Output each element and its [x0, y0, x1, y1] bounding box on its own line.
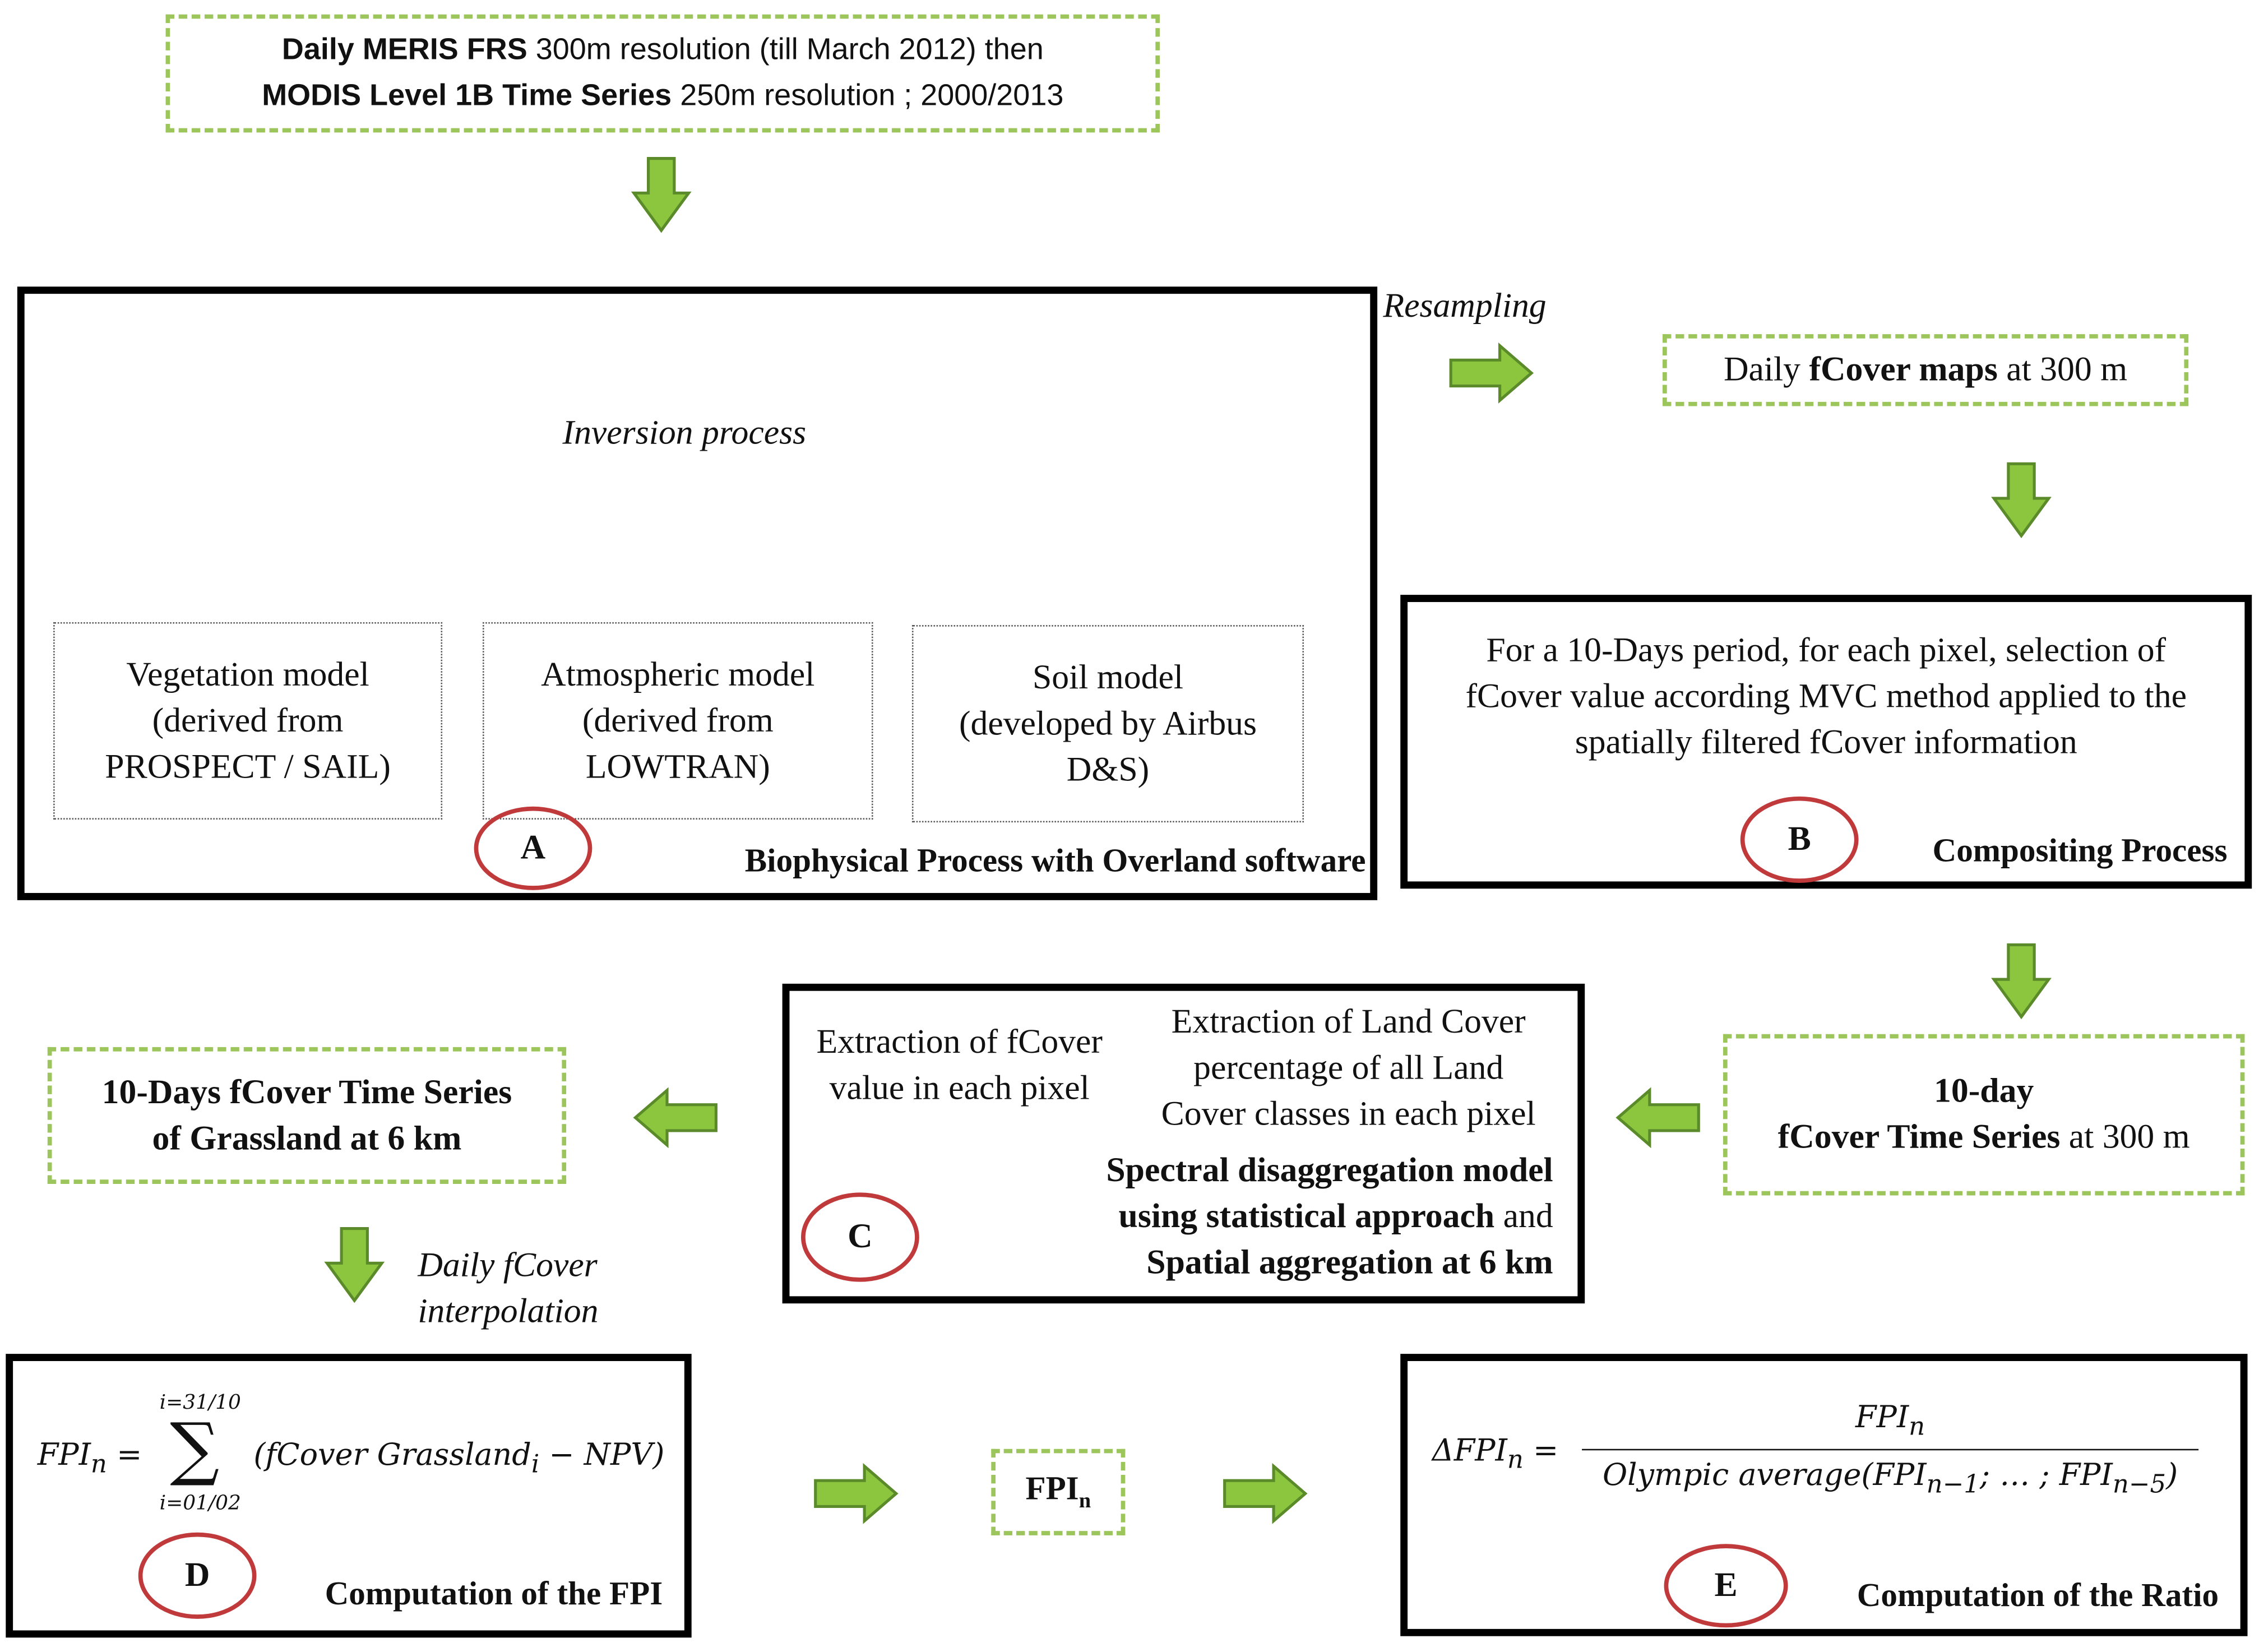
formula-subscript: n: [1507, 1446, 1524, 1475]
process-b-line: For a 10-Days period, for each pixel, se…: [1486, 632, 2167, 670]
daily-maps-bold: fCover maps: [1809, 350, 1998, 388]
formula-text: ): [2166, 1457, 2178, 1492]
process-d-caption: Computation of the FPI: [325, 1575, 663, 1612]
fpi-output-subscript: n: [1078, 1489, 1091, 1513]
ts-300m-line2-bold: fCover Time Series: [1777, 1119, 2061, 1157]
atmospheric-model-line: LOWTRAN): [585, 748, 770, 786]
ts-300m-line2-text: at 300 m: [2060, 1119, 2190, 1157]
vegetation-model-line: Vegetation model: [126, 656, 369, 694]
process-a-badge: A: [474, 806, 592, 890]
interpolation-line: Daily fCover: [418, 1247, 598, 1285]
fpi-output-text: FPI: [1025, 1470, 1079, 1506]
soil-model-line: D&S): [1066, 751, 1150, 789]
formula-subscript: i: [531, 1450, 540, 1480]
arrow-c-to-ts6km: [635, 1090, 716, 1145]
process-c-right-line: percentage of all Land: [1193, 1050, 1504, 1088]
formula-text: =: [1523, 1433, 1559, 1468]
interpolation-label: Daily fCover interpolation: [418, 1243, 598, 1335]
process-a-caption: Biophysical Process with Overland softwa…: [744, 843, 1366, 879]
atmospheric-model-box: Atmospheric model (derived from LOWTRAN): [483, 622, 873, 820]
process-e-caption: Computation of the Ratio: [1857, 1577, 2219, 1613]
formula-text: FPI: [37, 1437, 91, 1472]
fpi-formula-body: (fCover Grasslandi − NPV): [253, 1437, 664, 1479]
process-d-badge: D: [138, 1532, 257, 1619]
ratio-denominator: Olympic average(FPIn−1; … ; FPIn−5): [1576, 1457, 2205, 1500]
source-line1-text: 300m resolution (till March 2012) then: [527, 33, 1044, 67]
process-c-text: and: [1494, 1198, 1553, 1236]
arrow-ts6km-to-d: [327, 1229, 382, 1301]
process-c-bold-text: Spectral disaggregation model using stat…: [951, 1148, 1553, 1287]
source-line2-text: 250m resolution ; 2000/2013: [672, 79, 1064, 113]
process-b-description: For a 10-Days period, for each pixel, se…: [1419, 628, 2233, 766]
atmospheric-model-line: Atmospheric model: [541, 656, 815, 694]
process-c-right-line: Cover classes in each pixel: [1161, 1096, 1536, 1134]
sum-lower-limit: i=01/02: [159, 1492, 241, 1515]
process-e-box: [1400, 1354, 2248, 1636]
formula-subscript: n−1: [1926, 1470, 1980, 1500]
interpolation-line: interpolation: [418, 1293, 599, 1331]
ts-6km-line1: 10-Days fCover Time Series: [101, 1073, 512, 1112]
arrow-fpi-to-e: [1225, 1466, 1306, 1521]
daily-maps-text: Daily: [1723, 350, 1809, 388]
process-c-bold-line: Spectral disaggregation model: [1106, 1152, 1553, 1190]
fpi-formula-lhs: FPIn =: [38, 1437, 142, 1479]
formula-text: ΔFPI: [1432, 1433, 1507, 1468]
formula-subscript: n: [1909, 1413, 1925, 1442]
ts-300m-line1: 10-day: [1934, 1073, 2034, 1110]
fpi-output-box: FPIn: [991, 1449, 1126, 1535]
ts-6km-box: 10-Days fCover Time Series of Grassland …: [47, 1047, 567, 1184]
formula-text: (fCover Grassland: [253, 1437, 531, 1472]
process-c-right-text: Extraction of Land Cover percentage of a…: [1132, 999, 1564, 1138]
soil-model-line: (developed by Airbus: [959, 705, 1257, 743]
atmospheric-model-line: (derived from: [582, 702, 774, 740]
process-c-left-line: Extraction of fCover: [816, 1024, 1103, 1062]
ratio-formula-lhs: ΔFPIn =: [1432, 1433, 1558, 1475]
sum-symbol: ∑: [170, 1408, 220, 1489]
process-d-box: [6, 1354, 692, 1638]
inversion-process-label: Inversion process: [562, 414, 807, 452]
formula-subscript: n: [90, 1450, 107, 1480]
formula-subscript: n−5: [2112, 1470, 2167, 1500]
formula-text: − NPV): [539, 1437, 665, 1472]
source-line1-bold: Daily MERIS FRS: [281, 33, 527, 67]
process-c-bold-line: Spatial aggregation at 6 km: [1146, 1244, 1553, 1282]
formula-text: =: [107, 1437, 142, 1472]
source-line2-bold: MODIS Level 1B Time Series: [262, 79, 672, 113]
process-a-box: [17, 286, 1378, 900]
process-c-right-line: Extraction of Land Cover: [1171, 1003, 1526, 1042]
vegetation-model-line: (derived from: [152, 702, 344, 740]
source-data-box: Daily MERIS FRS 300m resolution (till Ma…: [165, 14, 1160, 133]
formula-text: ; … ; FPI: [1979, 1457, 2113, 1492]
process-b-line: spatially filtered fCover information: [1575, 724, 2077, 762]
process-c-left-text: Extraction of fCover value in each pixel: [795, 1020, 1124, 1112]
ts-6km-line2: of Grassland at 6 km: [152, 1119, 462, 1158]
formula-text: Olympic average(FPI: [1602, 1457, 1927, 1492]
sum-upper-limit: i=31/10: [159, 1391, 241, 1415]
process-b-line: fCover value according MVC method applie…: [1465, 678, 2187, 716]
vegetation-model-box: Vegetation model (derived from PROSPECT …: [53, 622, 443, 820]
process-c-badge: C: [801, 1192, 919, 1282]
process-b-badge: B: [1740, 796, 1859, 883]
soil-model-line: Soil model: [1032, 659, 1183, 697]
formula-text: FPI: [1855, 1400, 1909, 1435]
ts-300m-box: 10-day fCover Time Series at 300 m: [1723, 1034, 2245, 1196]
resampling-label: Resampling: [1383, 288, 1547, 326]
daily-maps-text: at 300 m: [1997, 350, 2128, 388]
process-c-left-line: value in each pixel: [829, 1070, 1090, 1108]
process-b-caption: Compositing Process: [1932, 832, 2228, 869]
arrow-ts300-to-c: [1618, 1090, 1698, 1145]
ratio-numerator: FPIn: [1582, 1400, 2198, 1442]
arrow-daily-maps-to-b: [1994, 464, 2049, 535]
vegetation-model-line: PROSPECT / SAIL): [105, 748, 391, 786]
daily-fcover-maps-box: Daily fCover maps at 300 m: [1663, 334, 2189, 406]
soil-model-box: Soil model (developed by Airbus D&S): [911, 625, 1304, 823]
process-e-badge: E: [1664, 1544, 1788, 1628]
arrow-source-to-a: [634, 159, 689, 230]
arrow-d-to-fpi: [816, 1466, 896, 1521]
fraction-bar: [1582, 1449, 2199, 1451]
arrow-b-to-ts300: [1994, 945, 2049, 1016]
process-c-bold-line: using statistical approach: [1118, 1198, 1495, 1236]
arrow-a-to-daily-maps: [1451, 346, 1531, 401]
